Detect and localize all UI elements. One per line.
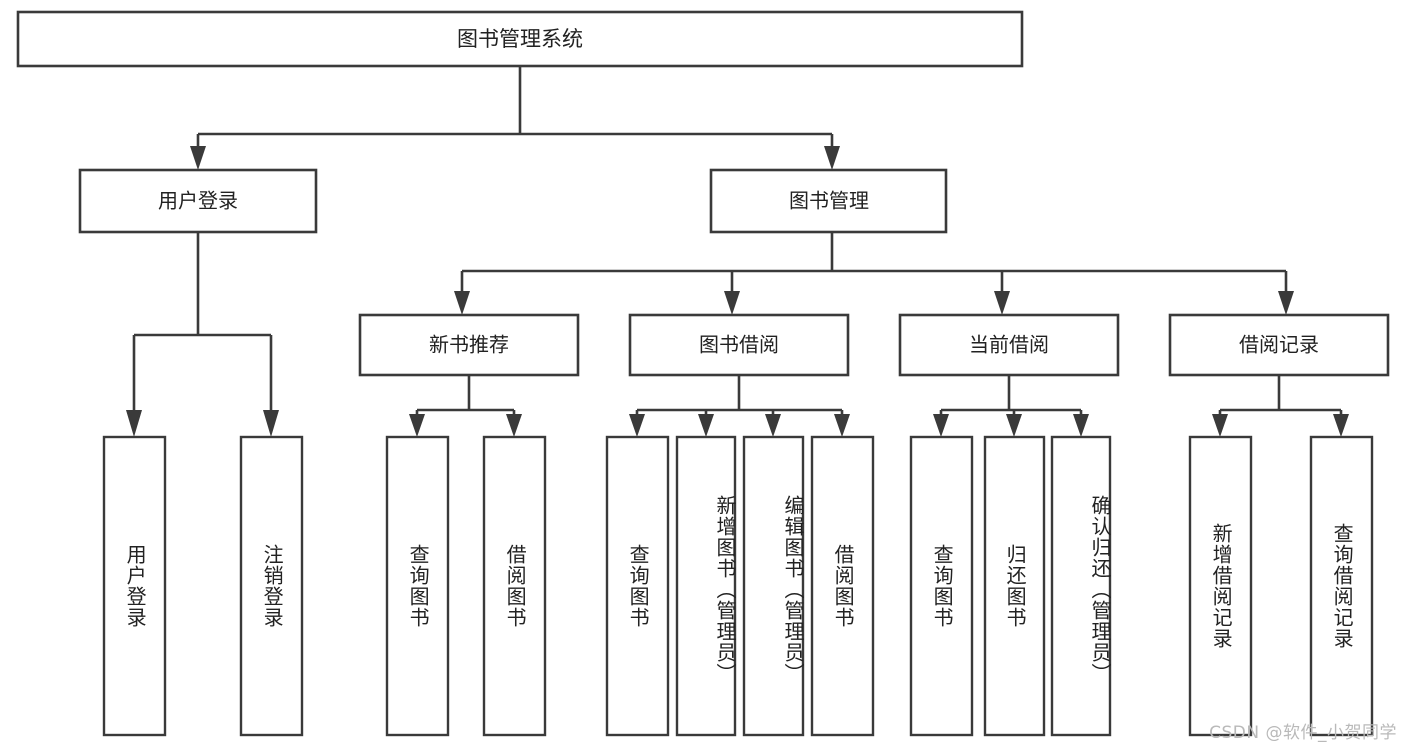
node-new-book-recommend-label: 新书推荐 [429, 333, 509, 357]
leaf-box-user-login[interactable] [102, 435, 167, 737]
arrow-to-leaf-search-record [1333, 414, 1349, 437]
node-book-management-box[interactable] [709, 168, 948, 234]
arrow-to-leaf-return-book [1006, 414, 1022, 437]
arrow-to-leaf-borrow-book-2 [834, 414, 850, 437]
leaf-box-search-book-3[interactable] [909, 435, 974, 737]
csdn-watermark: CSDN @软件_小贺同学 [1209, 723, 1397, 743]
leaf-box-search-book-2[interactable] [605, 435, 670, 737]
arrow-to-leaf-add-book [698, 414, 714, 437]
arrow-to-current-borrow [994, 291, 1010, 315]
arrow-to-leaf-search-book-3 [933, 414, 949, 437]
node-current-borrow[interactable]: 当前借阅 [898, 313, 1120, 377]
node-user-login-label: 用户登录 [158, 189, 238, 213]
node-user-login[interactable]: 用户登录 [78, 168, 318, 234]
arrow-to-leaf-borrow-book-1 [506, 414, 522, 437]
node-book-management-label: 图书管理 [789, 189, 869, 213]
node-book-borrow-box[interactable] [628, 313, 850, 377]
node-borrow-record-label: 借阅记录 [1239, 333, 1319, 357]
node-new-book-recommend[interactable]: 新书推荐 [358, 313, 580, 377]
leaf-box-logout[interactable] [239, 435, 304, 737]
node-new-book-recommend-box[interactable] [358, 313, 580, 377]
node-current-borrow-label: 当前借阅 [969, 333, 1049, 357]
arrow-to-book-borrow [724, 291, 740, 315]
leaf-box-borrow-book-2[interactable] [810, 435, 875, 737]
arrow-to-user-login [190, 146, 206, 170]
leaf-box-add-record[interactable] [1188, 435, 1253, 737]
arrow-to-leaf-logout [263, 410, 279, 437]
node-user-login-box[interactable] [78, 168, 318, 234]
arrow-to-leaf-user-login [126, 410, 142, 437]
leaf-box-return-book[interactable] [983, 435, 1046, 737]
node-root-box[interactable] [16, 10, 1024, 68]
leaf-box-edit-book[interactable] [742, 435, 805, 737]
node-book-borrow[interactable]: 图书借阅 [628, 313, 850, 377]
arrow-to-leaf-edit-book [765, 414, 781, 437]
node-book-management[interactable]: 图书管理 [709, 168, 948, 234]
leaf-box-search-book-1[interactable] [385, 435, 450, 737]
leaf-box-add-book[interactable] [675, 435, 737, 737]
connector-layer [126, 66, 1349, 437]
arrow-to-leaf-search-book-1 [409, 414, 425, 437]
node-root-label: 图书管理系统 [457, 27, 583, 51]
arrow-to-leaf-add-record [1212, 414, 1228, 437]
node-book-borrow-label: 图书借阅 [699, 333, 779, 357]
leaf-box-search-record[interactable] [1309, 435, 1374, 737]
arrow-to-borrow-record [1278, 291, 1294, 315]
leaf-box-confirm-return[interactable] [1050, 435, 1112, 737]
arrow-to-new-book-recommend [454, 291, 470, 315]
node-root[interactable]: 图书管理系统 [16, 10, 1024, 68]
node-borrow-record-box[interactable] [1168, 313, 1390, 377]
arrow-to-book-management [824, 146, 840, 170]
arrow-to-leaf-search-book-2 [629, 414, 645, 437]
node-current-borrow-box[interactable] [898, 313, 1120, 377]
leaf-box-borrow-book-1[interactable] [482, 435, 547, 737]
node-layer: 图书管理系统 用户登录 图书管理 新书推荐 图书借阅 当前 [16, 10, 1390, 737]
node-borrow-record[interactable]: 借阅记录 [1168, 313, 1390, 377]
arrow-to-leaf-confirm-return [1073, 414, 1089, 437]
